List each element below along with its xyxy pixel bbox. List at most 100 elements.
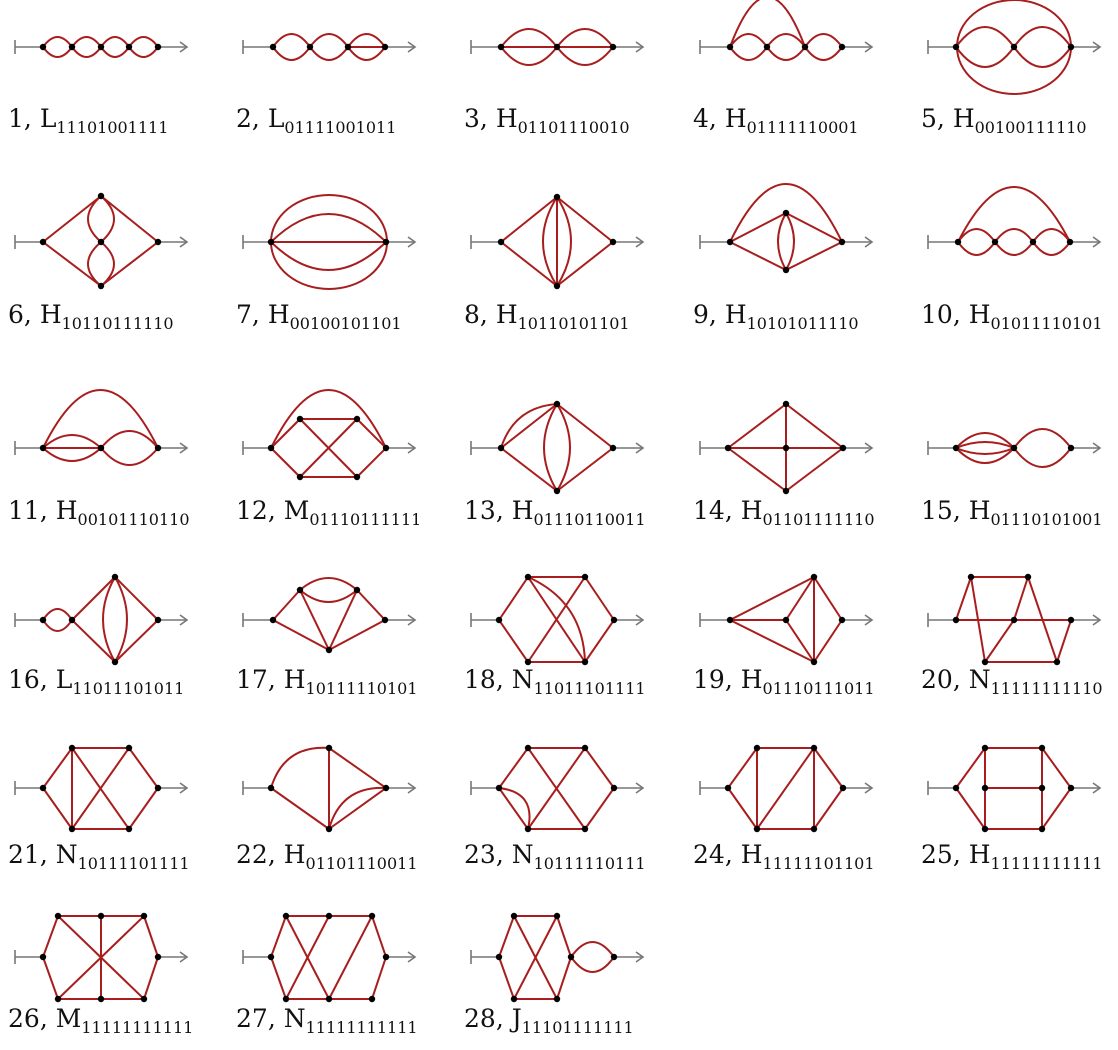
arrow-icon: [407, 614, 417, 626]
propagator-edge: [498, 787, 531, 830]
label-separator: ,: [23, 300, 40, 329]
propagator-edge: [500, 403, 558, 449]
propagator-edge: [729, 241, 787, 271]
arrow-icon: [1092, 442, 1102, 454]
topology-code: 00100101101: [289, 314, 402, 333]
topology-letter: H: [740, 665, 763, 694]
diagram-number: 27: [236, 1004, 268, 1033]
vertex-dot: [140, 912, 148, 920]
propagator-edge: [1013, 26, 1072, 48]
vertex-dot: [54, 995, 62, 1003]
vertex-dot: [610, 616, 618, 624]
propagator-edge: [272, 619, 330, 651]
vertex-dot: [39, 616, 47, 624]
diagram-number: 2: [236, 104, 252, 133]
propagator-edge: [71, 747, 130, 830]
propagator-edge: [527, 747, 586, 830]
topology-letter: H: [724, 300, 747, 329]
vertex-dot: [782, 487, 790, 495]
propagator-edge: [87, 195, 102, 243]
propagator-edge: [42, 747, 73, 789]
propagator-edge: [270, 241, 387, 271]
vertex-dot: [154, 616, 162, 624]
arrow-icon: [407, 782, 417, 794]
propagator-edge: [729, 46, 768, 61]
diagram-number: 24: [693, 840, 725, 869]
topology-code: 10111101111: [77, 854, 190, 873]
diagram-label: 1, L11101001111: [8, 104, 168, 137]
vertex-dot: [344, 43, 352, 51]
topology-code: 01101110010: [517, 118, 630, 137]
label-separator: ,: [251, 104, 268, 133]
label-separator: ,: [267, 496, 284, 525]
topology-letter: M: [283, 496, 310, 525]
vertex-dot: [553, 400, 561, 408]
propagator-edge: [1041, 787, 1072, 830]
vertex-dot: [524, 825, 532, 833]
diagram-number: 13: [464, 496, 496, 525]
vertex-dot: [353, 473, 361, 481]
vertex-dot: [782, 209, 790, 217]
topology-letter: L: [55, 665, 73, 694]
propagator-edge: [1056, 619, 1072, 663]
vertex-dot: [763, 43, 771, 51]
propagator-edge: [1013, 428, 1072, 449]
label-separator: ,: [724, 840, 741, 869]
vertex-dot: [495, 784, 503, 792]
vertex-dot: [952, 616, 960, 624]
vertex-dot: [1067, 43, 1075, 51]
diagram-label: 12, M01110111111: [236, 496, 421, 529]
vertex-dot: [1067, 784, 1075, 792]
vertex-dot: [524, 573, 532, 581]
topology-code: 11011101111: [533, 679, 646, 698]
propagator-edge: [328, 589, 358, 651]
propagator-edge: [729, 33, 768, 48]
vertex-dot: [609, 444, 617, 452]
propagator-edge: [328, 786, 387, 830]
propagator-edge: [957, 186, 1071, 243]
propagator-edge: [955, 447, 1015, 455]
arrow-icon: [635, 782, 645, 794]
vertex-dot: [553, 193, 561, 201]
diagram-label: 20, N11111111110: [921, 665, 1103, 698]
label-separator: ,: [39, 496, 56, 525]
topology-code: 01110110011: [533, 510, 646, 529]
arrow-icon: [407, 41, 417, 53]
diagram-number: 9: [693, 300, 709, 329]
vertex-dot: [553, 995, 561, 1003]
vertex-dot: [724, 784, 732, 792]
propagator-edge: [584, 576, 615, 621]
vertex-dot: [553, 282, 561, 290]
vertex-dot: [325, 912, 333, 920]
label-separator: ,: [724, 665, 741, 694]
diagram-number: 7: [236, 300, 252, 329]
topology-letter: H: [724, 104, 747, 133]
propagator-edge: [270, 915, 287, 958]
label-separator: ,: [724, 496, 741, 525]
propagator-edge: [1027, 576, 1058, 663]
vertex-dot: [296, 415, 304, 423]
propagator-edge: [556, 403, 571, 492]
propagator-edge: [42, 195, 102, 243]
diagram-label: 8, H10110101101: [464, 300, 630, 333]
diagram-number: 22: [236, 840, 268, 869]
diagram-number: 12: [236, 496, 268, 525]
propagator-edge: [570, 941, 615, 958]
vertex-dot: [97, 912, 105, 920]
vertex-dot: [382, 953, 390, 961]
propagator-edge: [729, 183, 843, 243]
propagator-edge: [994, 241, 1034, 256]
diagram-number: 1: [8, 104, 24, 133]
propagator-edge: [729, 0, 806, 48]
arrow-icon: [179, 236, 189, 248]
diagram-number: 16: [8, 665, 40, 694]
vertex-dot: [839, 444, 847, 452]
topology-letter: H: [968, 496, 991, 525]
propagator-edge: [299, 418, 358, 478]
vertex-dot: [68, 825, 76, 833]
vertex-dot: [381, 616, 389, 624]
vertex-dot: [497, 238, 505, 246]
topology-letter: H: [968, 300, 991, 329]
propagator-edge: [100, 195, 159, 243]
